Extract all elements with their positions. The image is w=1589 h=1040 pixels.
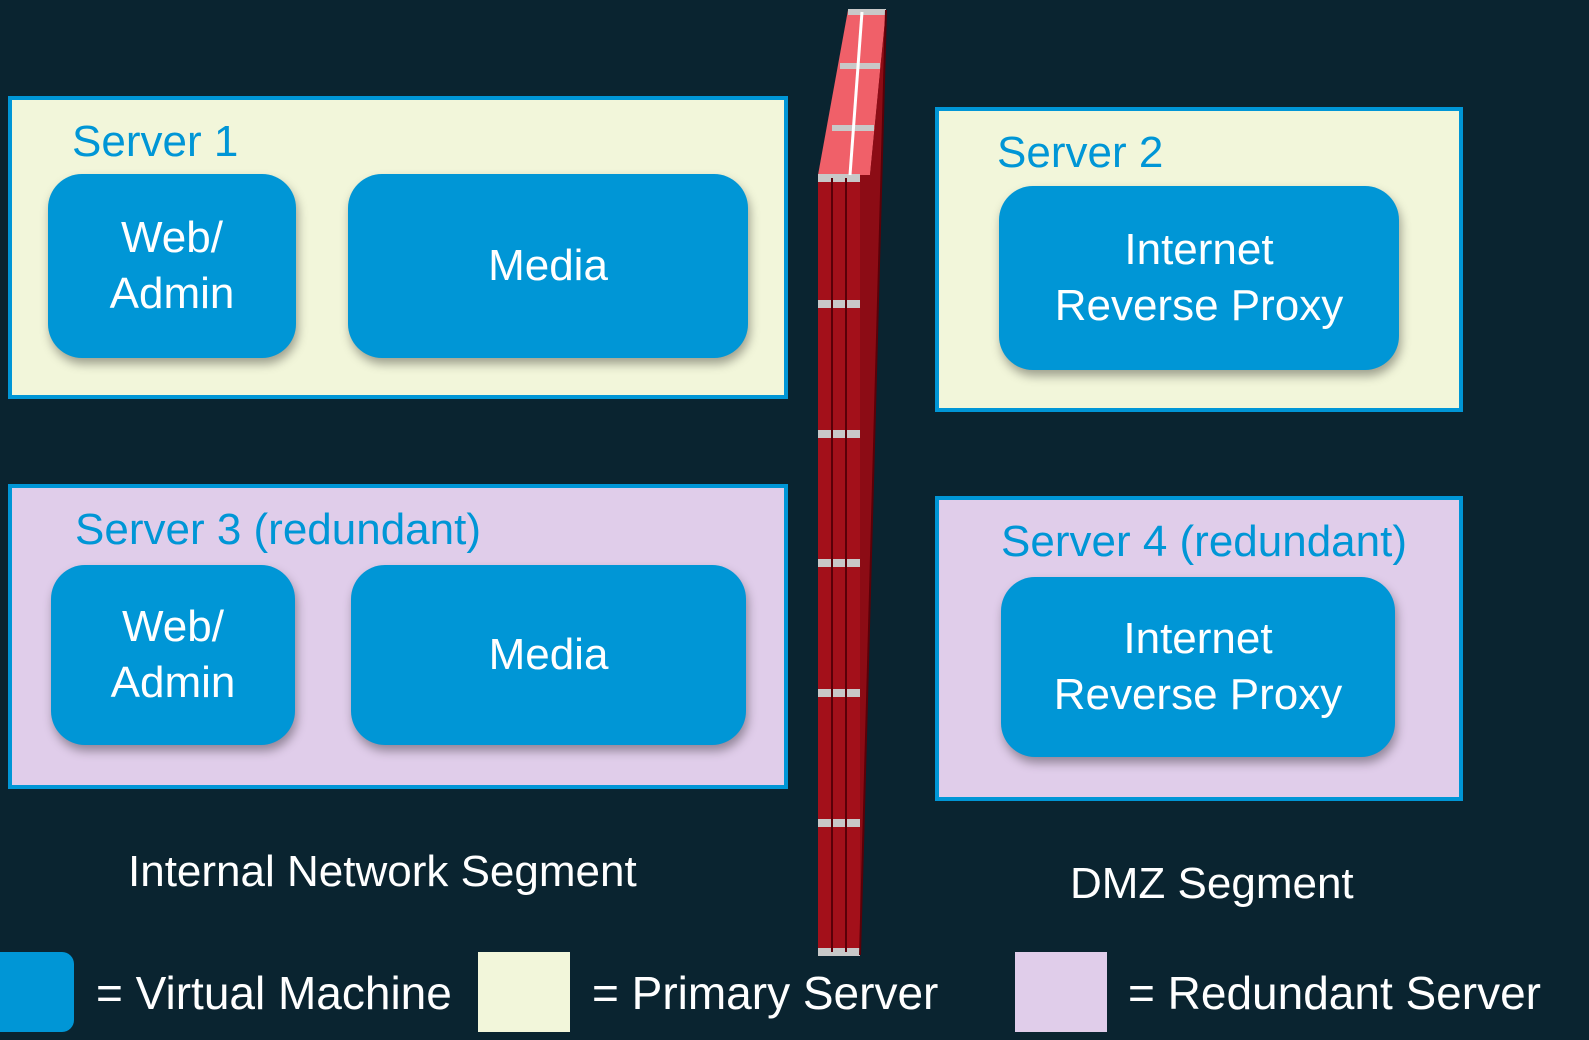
vm-label-line: Admin: [110, 658, 236, 707]
server-3-box: Server 3 (redundant) Web/ Admin Media: [8, 484, 788, 789]
firewall-top-joints: [848, 11, 864, 176]
server-1-title: Server 1: [72, 117, 239, 166]
firewall-brick-wall-icon: [818, 9, 887, 956]
firewall-mortar-lines: [818, 174, 860, 956]
vm-label-line: Internet: [1124, 224, 1274, 274]
vm-label-line: Media: [488, 240, 608, 290]
legend-redundant-server-label: = Redundant Server: [1128, 967, 1541, 1019]
vm-label-line: Internet: [1123, 613, 1273, 663]
legend-virtual-machine-swatch: [0, 952, 74, 1032]
vm-label-line: Media: [488, 629, 609, 679]
vm-label-line: Reverse Proxy: [1054, 281, 1344, 330]
server-2-box: Server 2 Internet Reverse Proxy: [935, 107, 1463, 412]
legend-primary-server-swatch: [478, 952, 570, 1032]
server-4-box: Server 4 (redundant) Internet Reverse Pr…: [935, 496, 1463, 801]
server-2-title: Server 2: [997, 128, 1164, 177]
server-4-title: Server 4 (redundant): [1001, 517, 1407, 566]
server-4-reverse-proxy-vm: Internet Reverse Proxy: [1001, 577, 1395, 757]
legend-primary-server-label: = Primary Server: [592, 967, 939, 1019]
firewall-top-cap: [818, 10, 886, 175]
legend-virtual-machine-label: = Virtual Machine: [96, 967, 452, 1019]
internal-network-segment-label: Internal Network Segment: [128, 847, 637, 896]
server-1-web-admin-vm: Web/ Admin: [48, 174, 296, 358]
vm-label-line: Reverse Proxy: [1053, 670, 1343, 719]
vm-label-line: Web/: [122, 601, 224, 651]
server-1-media-vm: Media: [348, 174, 748, 358]
server-3-web-admin-vm: Web/ Admin: [51, 565, 295, 745]
server-2-reverse-proxy-vm: Internet Reverse Proxy: [999, 186, 1399, 370]
legend-redundant-server-swatch: [1015, 952, 1107, 1032]
firewall-brick-joints: [831, 178, 847, 952]
firewall-edge: [859, 9, 887, 956]
server-3-media-vm: Media: [351, 565, 746, 745]
dmz-segment-label: DMZ Segment: [1070, 859, 1354, 908]
server-3-title: Server 3 (redundant): [75, 505, 481, 554]
vm-label-line: Admin: [109, 269, 235, 318]
vm-label-line: Web/: [121, 212, 223, 262]
server-1-box: Server 1 Web/ Admin Media: [8, 96, 788, 399]
